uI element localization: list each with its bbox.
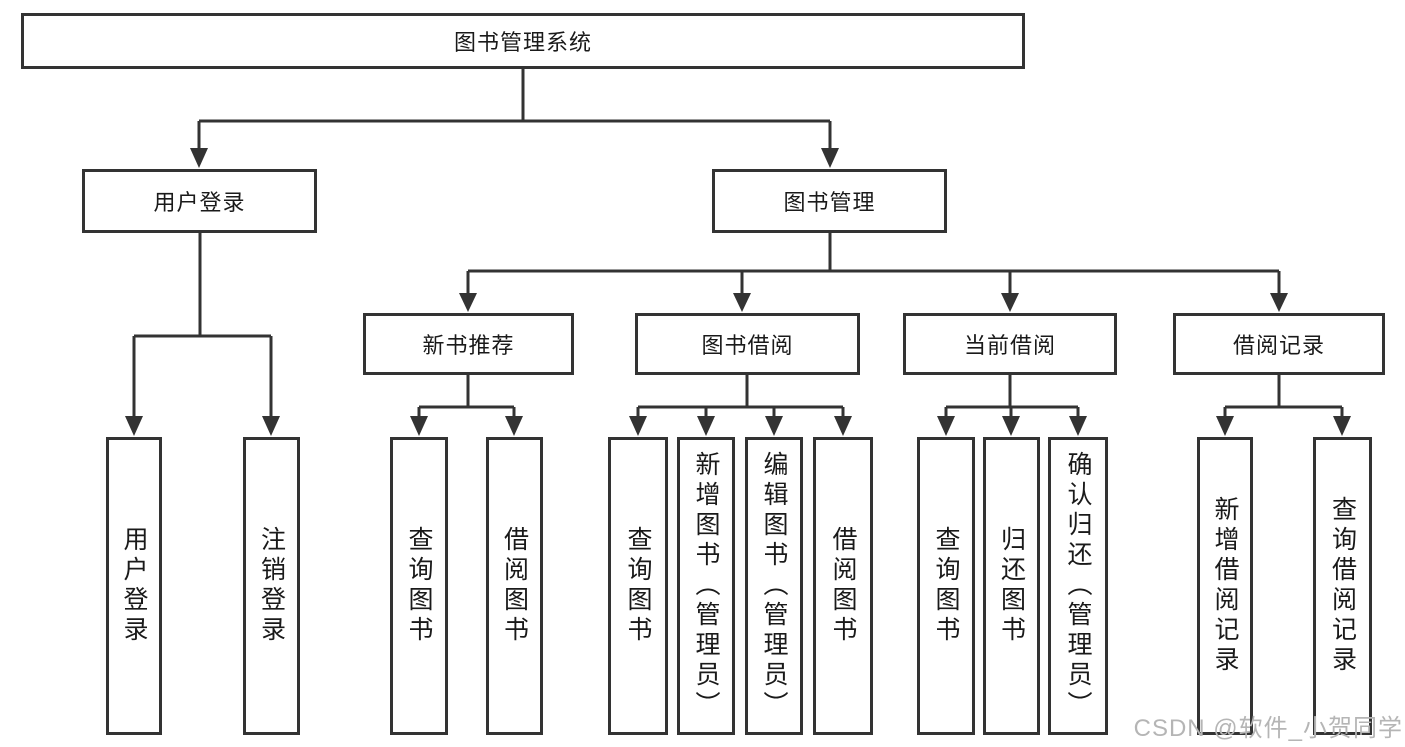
node-leaf-return-books: 归还图书 — [983, 437, 1040, 735]
node-leaf-edit-books-admin: 编辑图书（管理员） — [745, 437, 803, 735]
node-leaf-query-borrow-record: 查询借阅记录 — [1313, 437, 1372, 735]
csdn-watermark: CSDN @软件_小贺同学 — [1133, 715, 1403, 742]
arrowheads — [125, 148, 1351, 436]
node-leaf-logout: 注销登录 — [243, 437, 300, 735]
node-user-login: 用户登录 — [82, 169, 317, 233]
node-leaf-add-borrow-record: 新增借阅记录 — [1197, 437, 1253, 735]
node-leaf-user-login: 用户登录 — [106, 437, 162, 735]
node-leaf-query-books-1: 查询图书 — [390, 437, 448, 735]
node-leaf-query-books-2: 查询图书 — [608, 437, 668, 735]
node-new-book-recommend: 新书推荐 — [363, 313, 574, 375]
node-leaf-query-books-3: 查询图书 — [917, 437, 975, 735]
node-leaf-borrow-books-1: 借阅图书 — [486, 437, 543, 735]
node-book-borrowing: 图书借阅 — [635, 313, 860, 375]
node-leaf-borrow-books-2: 借阅图书 — [813, 437, 873, 735]
node-library-management-system: 图书管理系统 — [21, 13, 1025, 69]
node-leaf-add-books-admin: 新增图书（管理员） — [677, 437, 735, 735]
node-current-borrowing: 当前借阅 — [903, 313, 1117, 375]
node-leaf-confirm-return-admin: 确认归还（管理员） — [1048, 437, 1108, 735]
node-borrowing-records: 借阅记录 — [1173, 313, 1385, 375]
node-book-management: 图书管理 — [712, 169, 947, 233]
